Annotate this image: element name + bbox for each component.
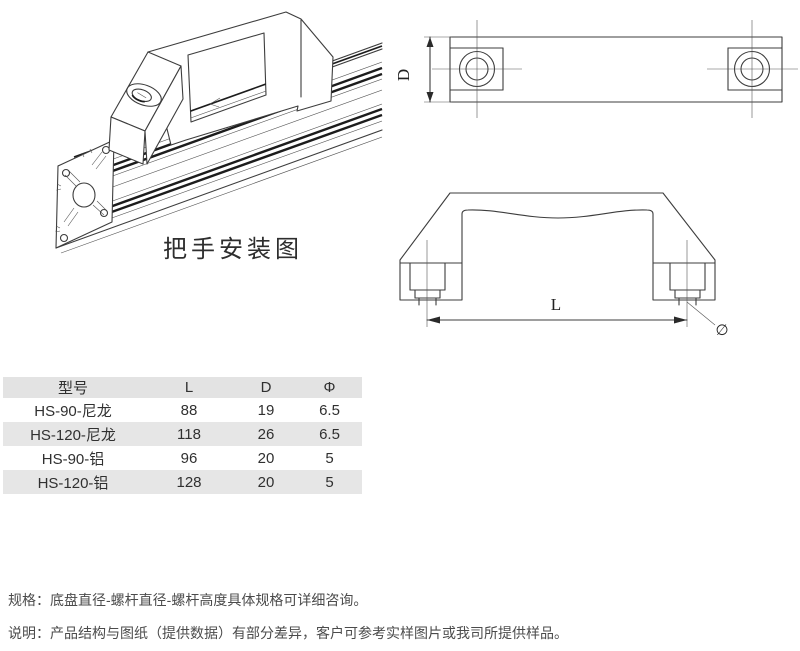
extrusion-end-face — [55, 139, 115, 249]
table-row: HS-90-尼龙 88 19 6.5 — [3, 398, 362, 422]
col-header-l: L — [184, 379, 194, 396]
table-row: HS-90-铝 96 20 5 — [3, 446, 362, 470]
diameter-symbol: ∅ — [715, 321, 728, 339]
note-desc-label: 说明： — [8, 625, 50, 641]
spec-table: 型号 L D Φ HS-90-尼龙 88 19 6.5 HS-120-尼龙 11… — [3, 377, 362, 494]
handle-front-view-drawing: L ∅ — [388, 158, 800, 348]
note-spec-text: 底盘直径-螺杆直径-螺杆高度具体规格可详细咨询。 — [50, 592, 368, 608]
dimension-label-l: L — [551, 295, 561, 314]
handle-left-block-front-face — [108, 116, 146, 165]
isometric-svg — [55, 11, 383, 254]
cell-d: 20 — [257, 473, 275, 491]
cell-phi: 5 — [325, 473, 334, 491]
cell-model: HS-120-铝 — [37, 474, 109, 492]
front-view-svg: L ∅ — [399, 192, 729, 339]
handle-top-view-drawing: D — [395, 13, 800, 128]
handle-outline — [399, 192, 716, 301]
cell-d: 19 — [257, 401, 275, 419]
screw-recess — [126, 83, 162, 107]
cell-model: HS-90-尼龙 — [34, 402, 112, 420]
col-header-model: 型号 — [57, 380, 88, 397]
handle-body-outline — [449, 36, 783, 103]
note-description: 说明：产品结构与图纸（提供数据）有部分差异，客户可参考实样图片或我司所提供样品。 — [8, 623, 568, 643]
cell-d: 26 — [257, 425, 275, 443]
left-screw — [409, 240, 446, 327]
cell-model: HS-120-尼龙 — [30, 426, 116, 444]
figure-caption: 把手安装图 — [163, 236, 303, 263]
cell-phi: 6.5 — [319, 425, 340, 443]
right-screw — [669, 240, 706, 327]
top-view-svg: D — [395, 20, 798, 118]
handle-installation-isometric-drawing — [14, 0, 384, 262]
cell-l: 128 — [176, 473, 202, 491]
cell-l: 118 — [177, 425, 201, 443]
table-row: HS-120-尼龙 118 26 6.5 — [3, 422, 362, 446]
dimension-label-d: D — [395, 69, 413, 81]
cell-d: 20 — [257, 449, 275, 467]
table-row: HS-120-铝 128 20 5 — [3, 470, 362, 494]
handle-left-block-side-face — [144, 65, 184, 165]
cell-phi: 6.5 — [319, 401, 340, 419]
cell-model: HS-90-铝 — [41, 450, 105, 468]
cell-l: 88 — [180, 401, 198, 419]
note-spec: 规格：底盘直径-螺杆直径-螺杆高度具体规格可详细咨询。 — [8, 590, 367, 610]
col-header-d: D — [260, 379, 272, 396]
handle-grip-opening — [187, 32, 267, 123]
note-spec-label: 规格： — [8, 592, 50, 608]
note-desc-text: 产品结构与图纸（提供数据）有部分差异，客户可参考实样图片或我司所提供样品。 — [50, 625, 568, 641]
cell-l: 96 — [180, 449, 198, 467]
col-header-phi: Φ — [323, 379, 336, 396]
diameter-leader-line — [686, 301, 716, 326]
spec-table-header-row: 型号 L D Φ — [3, 377, 362, 398]
cell-phi: 5 — [325, 449, 334, 467]
